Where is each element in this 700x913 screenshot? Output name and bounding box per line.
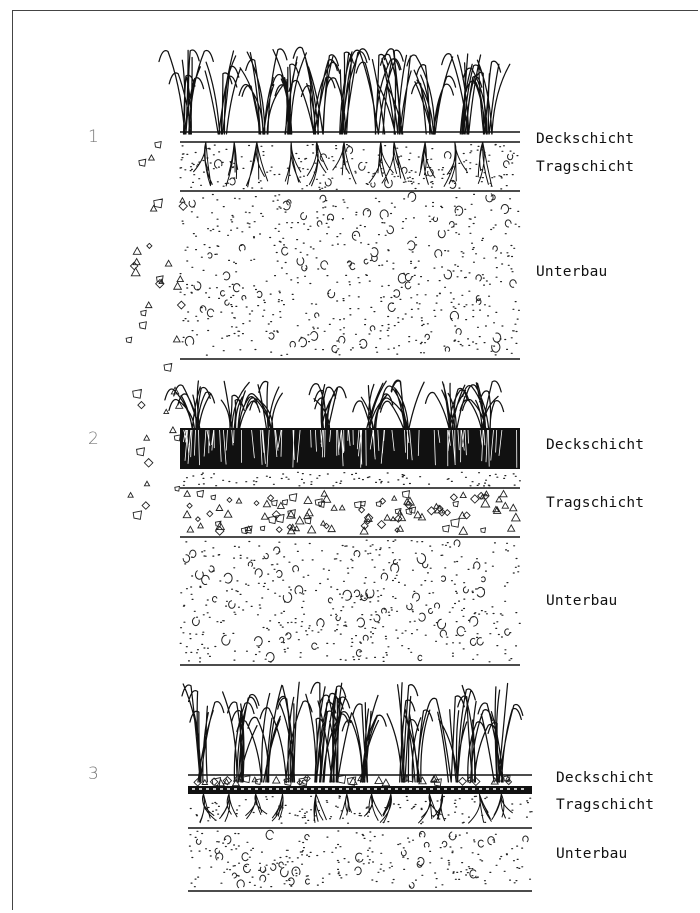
section-2-fine-sand	[183, 472, 520, 486]
section-1-number: 1	[88, 127, 99, 147]
section-3-grass	[182, 682, 523, 782]
section-2-grass	[165, 380, 504, 430]
section-2-number: 2	[88, 429, 99, 449]
section-1-deckschicht-label: Deckschicht	[536, 131, 634, 147]
section-3-mat-band	[188, 786, 532, 794]
section-2-deckschicht-block	[180, 428, 520, 469]
section-1-grass	[159, 47, 510, 134]
section-2-unterbau-pebbles	[183, 540, 510, 662]
section-3-unterbau-pebbles	[196, 830, 528, 888]
section-1-roots	[193, 142, 491, 187]
section-3-drawing	[182, 682, 532, 891]
section-1-unterbau-pebbles	[185, 192, 516, 352]
section-2-deckschicht-label: Deckschicht	[546, 437, 644, 453]
section-3-number: 3	[88, 764, 99, 784]
section-1-deckschicht-gravel	[126, 142, 187, 520]
section-2-unterbau-label: Unterbau	[546, 593, 617, 609]
section-2-drawing	[165, 380, 521, 665]
section-2-tragschicht-label: Tragschicht	[546, 495, 644, 511]
section-2-tragschicht-gravel	[183, 490, 520, 535]
section-3-unterbau-sand	[189, 831, 530, 887]
section-3-deckschicht-label: Deckschicht	[556, 770, 654, 786]
section-3-tragschicht-label: Tragschicht	[556, 797, 654, 813]
section-1-tragschicht-label: Tragschicht	[536, 159, 634, 175]
section-1-unterbau-sand	[180, 194, 520, 355]
section-1-unterbau-label: Unterbau	[536, 264, 607, 280]
section-3-unterbau-label: Unterbau	[556, 846, 627, 862]
section-3-roots	[200, 794, 513, 823]
